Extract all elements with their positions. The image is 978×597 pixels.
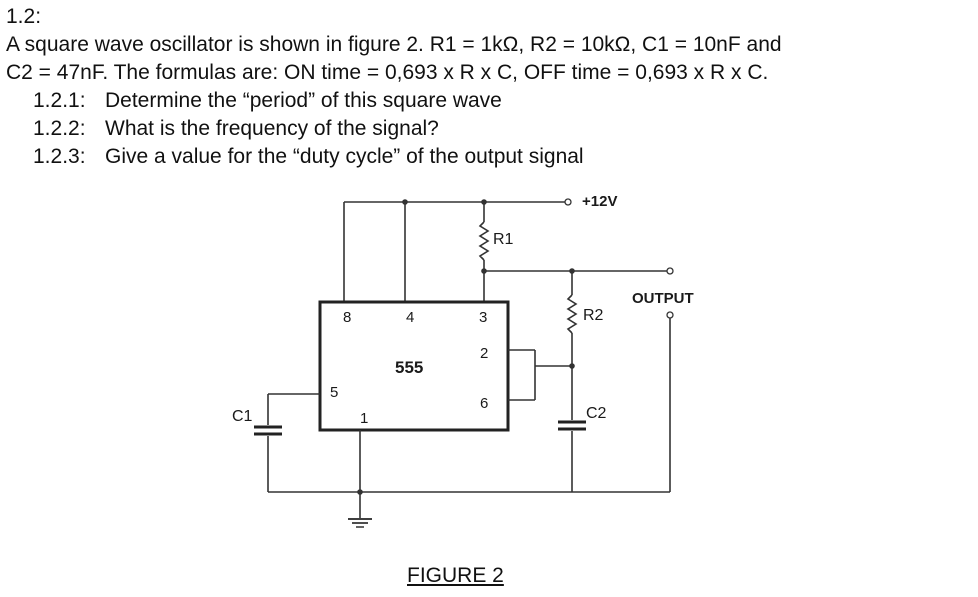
subquestion-text: Give a value for the “duty cycle” of the… [105,145,584,168]
ic-label: 555 [395,358,423,377]
r1-resistor-symbol [478,221,490,261]
c1-capacitor-symbol [254,425,282,436]
subquestion-number: 1.2.1: [33,89,86,112]
pin-5-label: 5 [330,384,338,401]
supply-terminal [564,198,572,206]
subquestion-2: 1.2.2: What is the frequency of the signa… [33,116,439,142]
pin-2-label: 2 [480,345,488,362]
pin-8-label: 8 [343,309,351,326]
c2-label: C2 [586,405,607,422]
supply-label: +12V [582,193,617,210]
subquestion-number: 1.2.3: [33,145,86,168]
output-terminal-top [666,267,674,275]
pin-1-label: 1 [360,410,368,427]
subquestion-text: What is the frequency of the signal? [105,117,439,140]
subquestion-3: 1.2.3: Give a value for the “duty cycle” … [33,144,584,170]
c1-label: C1 [232,408,253,425]
supply-rail [343,198,572,302]
subquestion-number: 1.2.2: [33,117,86,140]
question-number: 1.2: [6,5,42,28]
ic-555-body [318,300,510,432]
question-intro-line-2: C2 = 47nF. The formulas are: ON time = 0… [6,61,769,84]
ground-icon [348,518,372,528]
pin-6-label: 6 [480,395,488,412]
subquestion-text: Determine the “period” of this square wa… [105,89,502,112]
output-label: OUTPUT [632,290,694,307]
question-intro-line-1: A square wave oscillator is shown in fig… [6,33,782,56]
r2-resistor-symbol [566,294,578,334]
figure-caption: FIGURE 2 [407,564,504,587]
r1-label: R1 [493,231,514,248]
pin-3-label: 3 [479,309,487,326]
pin-4-label: 4 [406,309,414,326]
r2-label: R2 [583,307,604,324]
pins-2-6-link [508,349,575,401]
subquestion-1: 1.2.1: Determine the “period” of this squ… [33,88,502,114]
c2-capacitor-symbol [558,420,586,431]
output-terminal-bottom [666,311,674,319]
